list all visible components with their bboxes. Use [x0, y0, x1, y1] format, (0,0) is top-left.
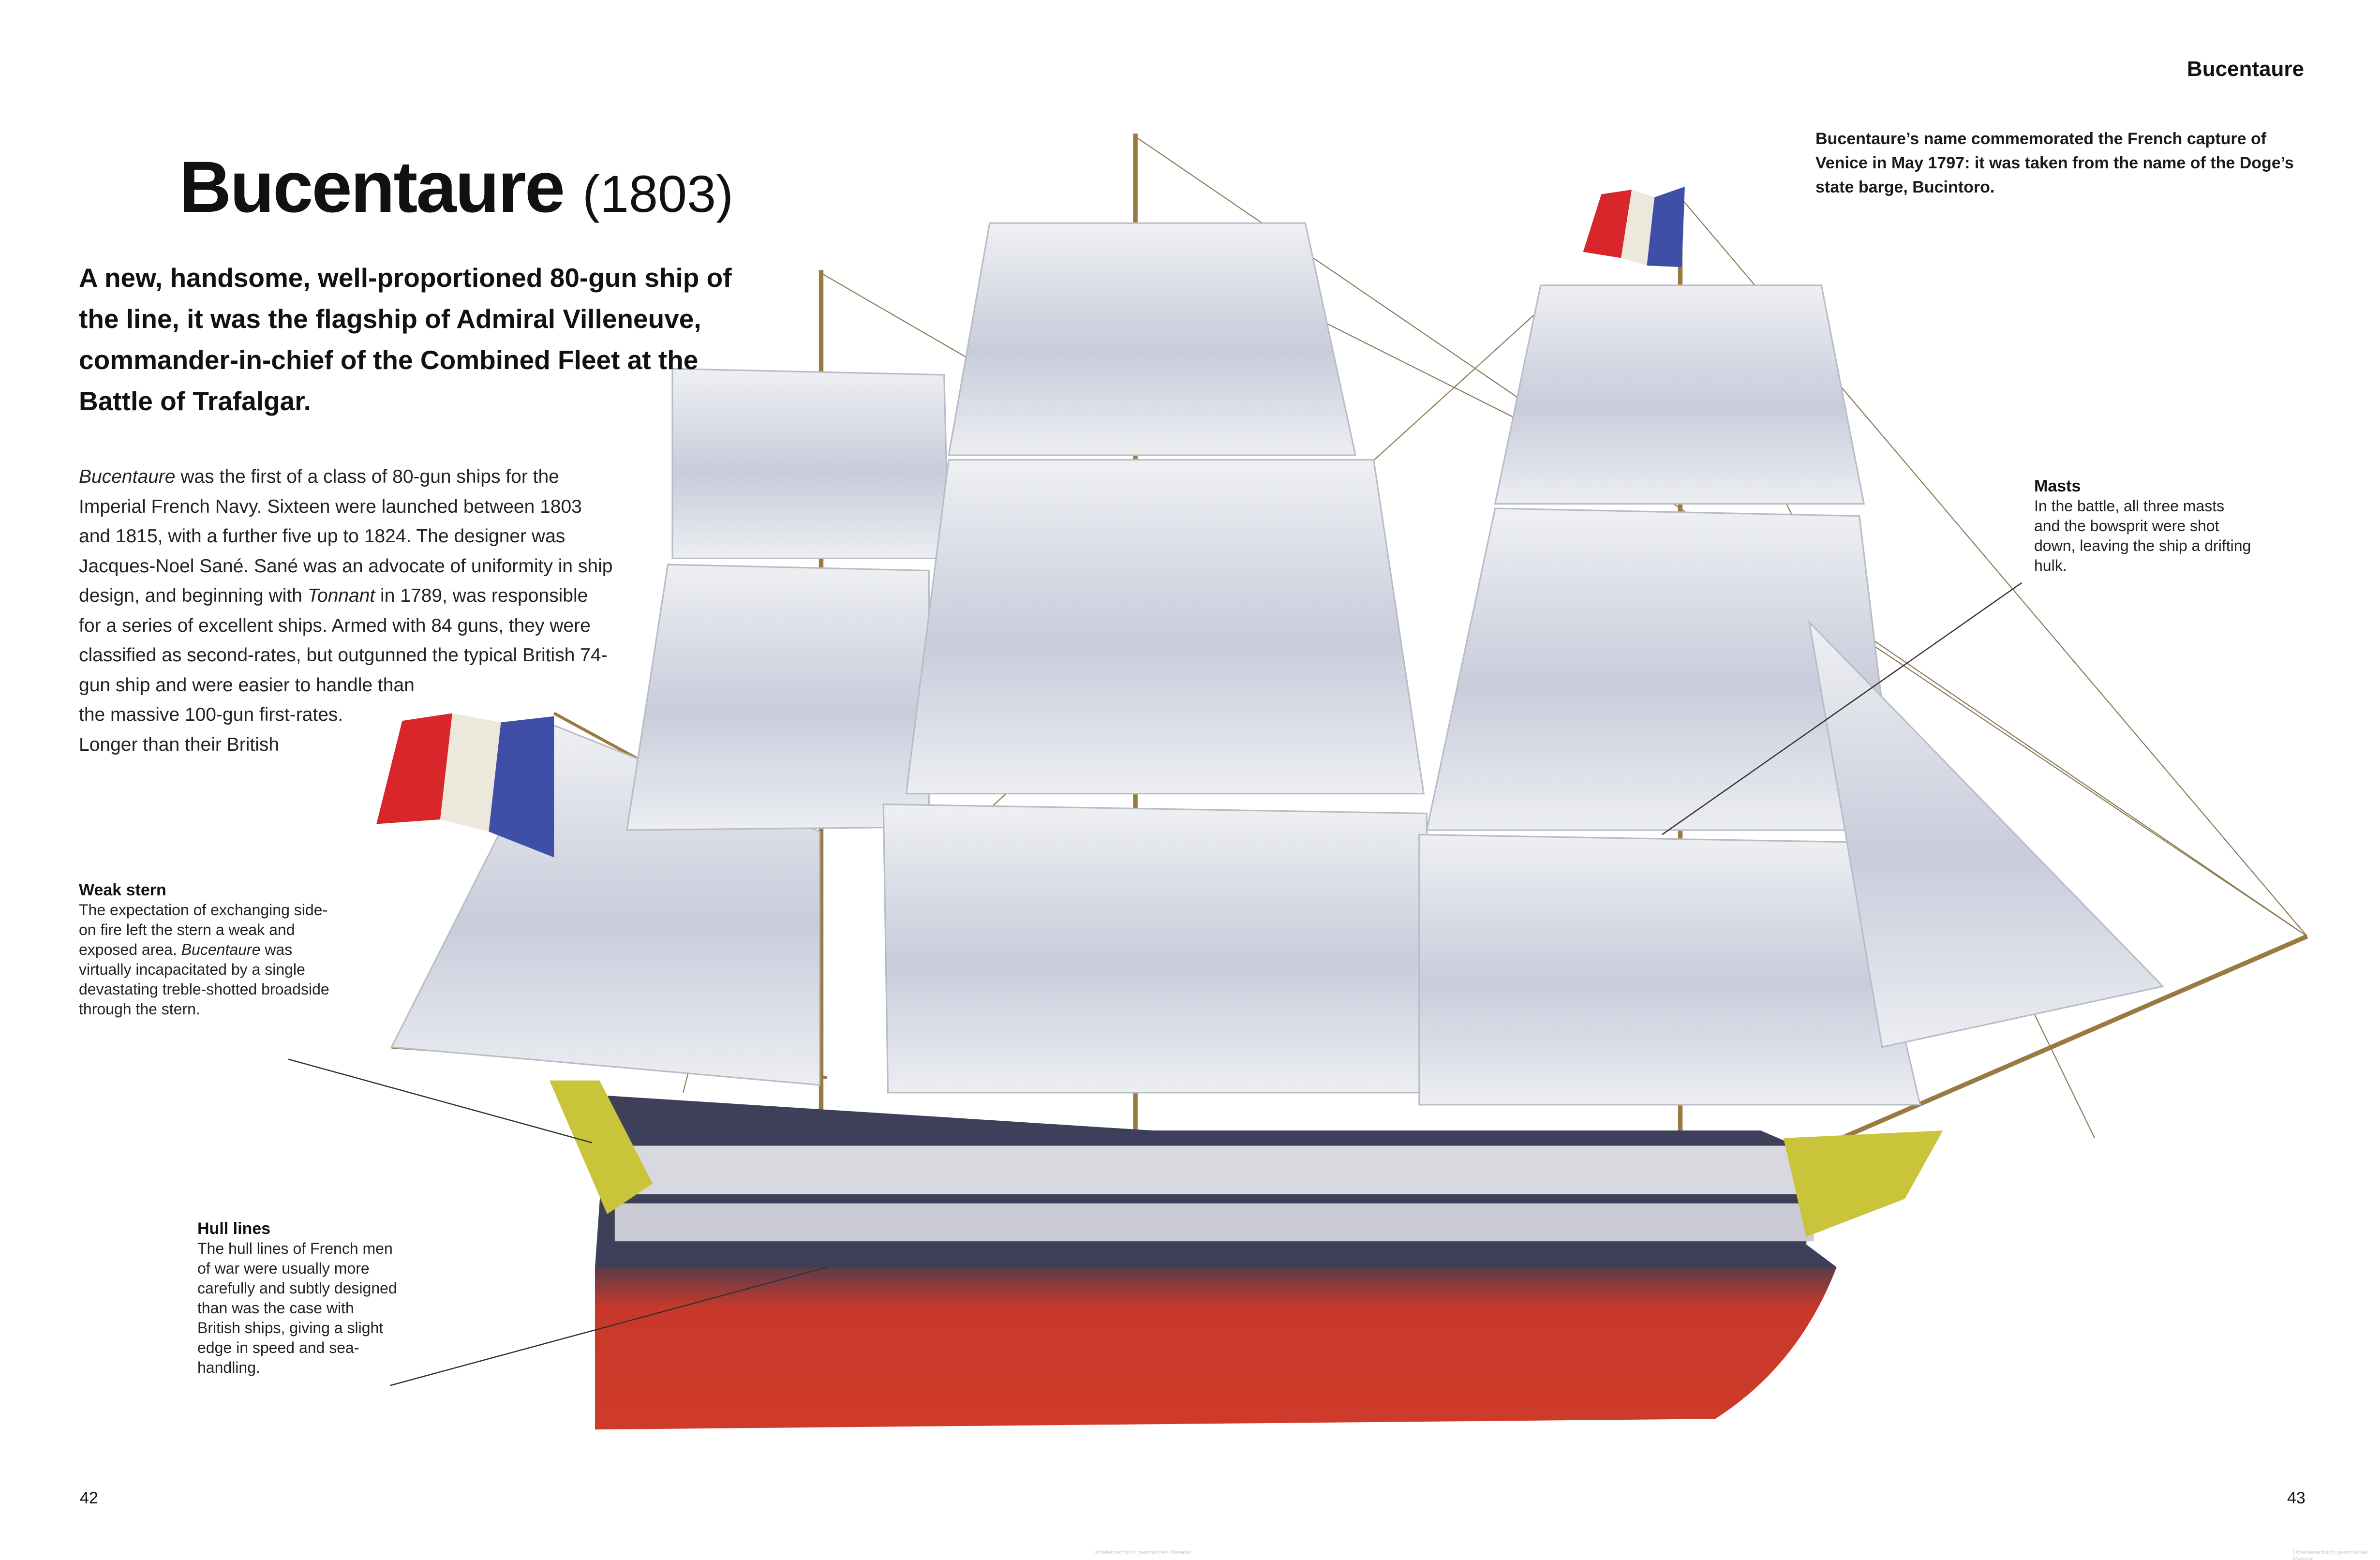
masthead-flag	[1583, 186, 1685, 267]
body-line: the massive 100-gun first-rates.	[79, 704, 343, 725]
name-origin-caption: Bucentaure’s name commemorated the Frenc…	[1815, 130, 2294, 196]
callout-leaders	[288, 582, 2023, 1386]
page-title: Bucentaure (1803)	[179, 145, 733, 229]
callout-weak-stern: Weak stern The expectation of exchanging…	[79, 880, 330, 1019]
body-line: classified as second-rates, but outgunne…	[79, 645, 608, 666]
intro-paragraph: A new, handsome, well-proportioned 80-gu…	[79, 263, 732, 416]
ship-year: (1803)	[582, 164, 734, 223]
callout-heading: Masts	[2034, 477, 2081, 495]
italic-ship-name: Bucentaure	[79, 466, 176, 487]
body-line: gun ship and were easier to handle than	[79, 674, 415, 696]
page-number-right: 43	[2287, 1489, 2306, 1507]
callout-text: In the battle, all three masts and the b…	[2034, 497, 2251, 574]
running-head: Bucentaure	[2187, 57, 2304, 81]
callout-heading: Weak stern	[79, 881, 166, 899]
watermark: Urheberrechtlich geschütztes Material	[2293, 1549, 2368, 1560]
sails	[390, 222, 2165, 1106]
body-line: Jacques-Noel Sané. Sané was an advocate …	[79, 555, 613, 577]
stern-flag	[376, 713, 554, 858]
watermark: Urheberrechtlich geschütztes Material	[1093, 1549, 1191, 1556]
body-line: in 1789, was responsible	[375, 585, 588, 606]
callout-masts: Masts In the battle, all three masts and…	[2034, 476, 2252, 576]
body-line: Imperial French Navy. Sixteen were launc…	[79, 496, 582, 517]
callout-text-italic: Bucentaure	[181, 941, 261, 958]
body-text: Bucentaure was the first of a class of 8…	[79, 462, 613, 759]
hull	[549, 1080, 1943, 1430]
body-line: Longer than their British	[79, 734, 280, 755]
body-line: for a series of excellent ships. Armed w…	[79, 615, 591, 636]
body-line: design, and beginning with	[79, 585, 308, 606]
callout-heading: Hull lines	[197, 1219, 271, 1238]
callout-text: was virtually incapacitated by a single …	[79, 941, 329, 1018]
ship-name: Bucentaure	[179, 146, 565, 227]
callout-text: The expectation of exchanging side-on fi…	[79, 901, 328, 958]
page-number-left: 42	[80, 1489, 98, 1507]
body-line: was the first of a class of 80-gun ships…	[175, 466, 559, 487]
callout-hull-lines: Hull lines The hull lines of French men …	[197, 1219, 401, 1378]
callout-text: The hull lines of French men of war were…	[197, 1240, 397, 1376]
body-line: and 1815, with a further five up to 1824…	[79, 526, 565, 547]
italic-ship-name: Tonnant	[307, 585, 375, 606]
